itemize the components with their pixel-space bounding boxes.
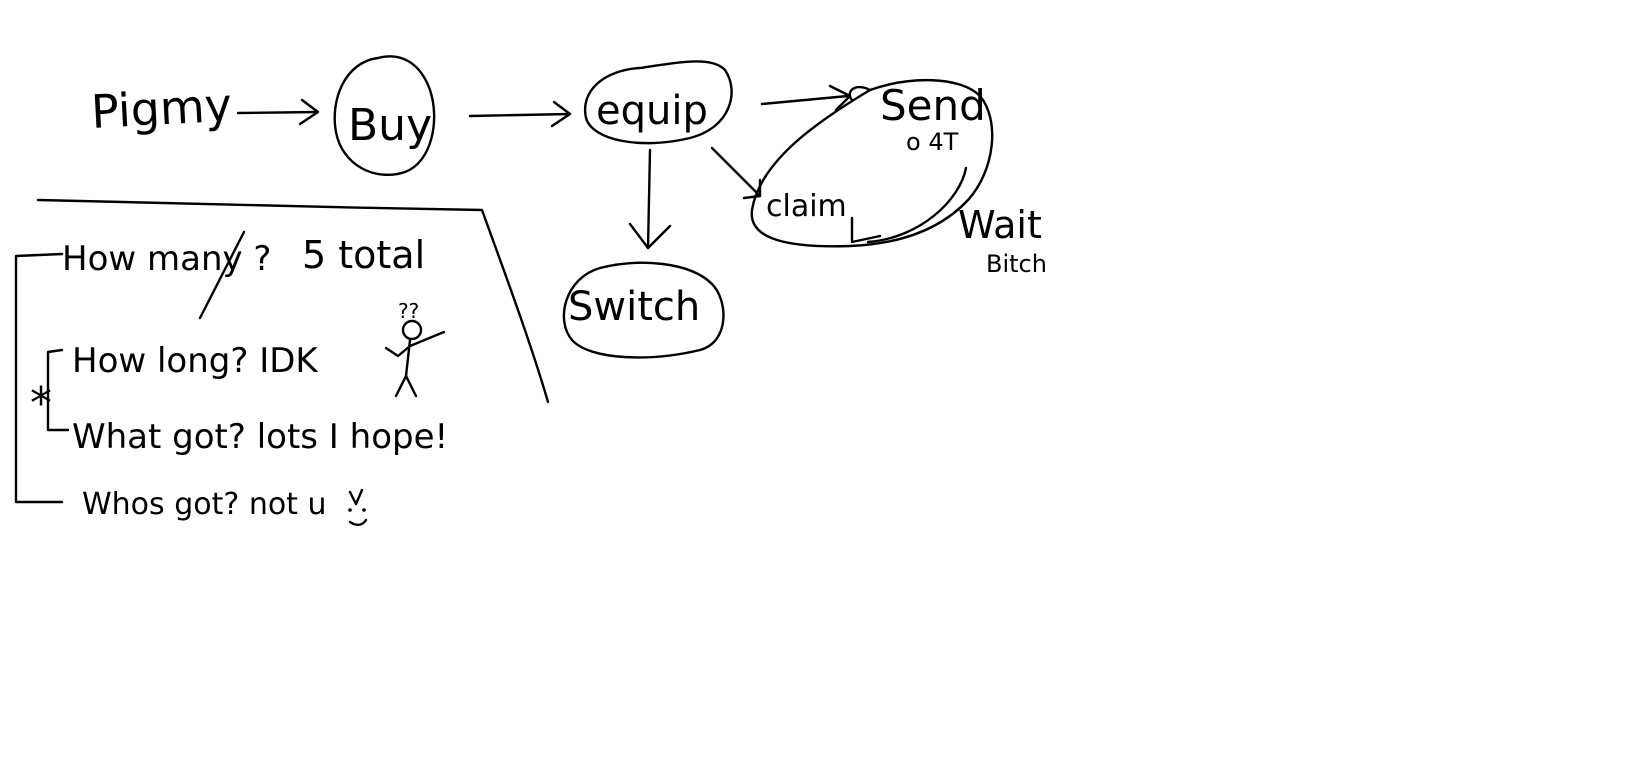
buy-label: Buy [348,100,432,151]
how-long-text: How long? IDK [72,341,319,381]
smiley-doodle [348,488,368,526]
pigmy-label: Pigmy [90,78,233,139]
asterisk-mark: * [30,378,52,429]
buy-node: Buy [333,55,436,177]
equip-label: equip [596,88,708,134]
notes-boundary [36,198,550,404]
wait-sub-label: Bitch [986,250,1047,278]
arrow-equip-to-send [760,84,852,112]
arrow-pigmy-to-buy [236,98,320,126]
stick-figure-question: ?? [398,299,419,323]
claim-label: claim [766,189,847,224]
switch-label: Switch [568,284,700,330]
what-got-text: What got? lots I hope! [72,417,448,457]
arrow-equip-to-switch [628,148,672,250]
switch-node: Switch [562,261,725,359]
arrow-buy-to-equip [468,100,572,128]
send-label: Send [880,81,986,130]
wait-label: Wait [958,203,1042,247]
outer-bracket [14,252,64,504]
send-claim-loop [750,78,994,248]
stick-figure: ?? [384,299,446,398]
equip-node: equip [583,60,733,145]
total-text: 5 total [302,233,425,277]
arrow-equip-to-claim [710,146,762,200]
inner-bracket [46,348,70,432]
whos-got-text: Whos got? not u [82,487,327,522]
how-many-stroke [198,230,246,320]
send-sub-label: o 4T [906,128,959,156]
how-many-text: How many ? [62,239,271,279]
